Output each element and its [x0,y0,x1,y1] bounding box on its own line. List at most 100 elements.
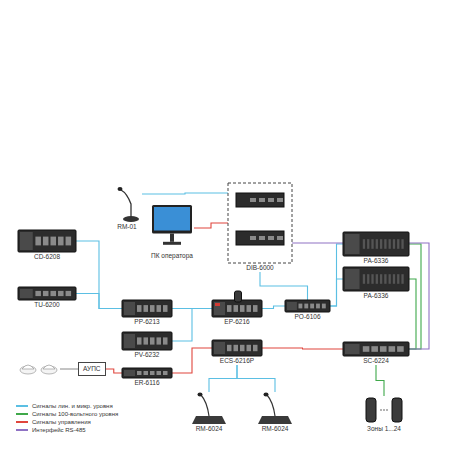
device-node: ER-6116 [122,368,172,387]
dib-detail [268,236,274,240]
legend-swatch [16,429,28,431]
signal-wire [262,306,285,309]
device-node: PA-6336 [343,267,409,300]
device-detail [397,274,399,284]
mic-neck [121,190,131,218]
device-detail [157,337,162,344]
device-detail [234,345,239,351]
device-art [228,183,292,263]
device-graphic [150,205,194,251]
signal-wire [409,279,416,349]
device-art [343,267,409,291]
device-label: RM-01 [116,223,138,231]
device-detail [371,346,378,352]
device-label: ECS-6216P [219,357,255,365]
device-graphic [343,267,409,291]
device-node: CD-6208 [18,230,76,261]
device-label: EP-6216 [223,318,250,326]
legend-text: Сигналы лин. и микр. уровня [32,402,113,410]
device-panel [20,232,33,250]
device-detail [227,345,232,351]
legend-swatch [16,413,28,415]
device-detail [389,346,396,352]
device-detail [35,291,41,296]
ellipsis-dot [383,409,385,411]
device-art [18,230,76,252]
screen [154,207,190,231]
dib-detail [250,198,256,202]
device-graphic [228,183,292,263]
legend-swatch [16,405,28,407]
device-detail [50,291,56,296]
device-detail [43,237,49,246]
device-panel [20,289,33,298]
device-label: SC-6224 [362,357,390,365]
device-detail [371,274,373,284]
device-body [212,300,262,317]
device-detail [157,371,162,375]
device-detail [150,337,155,344]
device-body [343,267,409,291]
device-detail [363,346,370,352]
handheld-mic [235,291,242,302]
device-body [343,342,409,356]
device-label: Зоны 1...24 [366,425,402,433]
device-graphic [122,332,172,350]
device-detail [397,239,399,249]
detector-wire [60,369,78,370]
device-body [285,300,330,312]
device-detail [389,274,391,284]
device-detail [157,305,162,312]
device-graphic [18,230,76,252]
device-detail [393,274,395,284]
device-art [252,392,298,424]
device-detail [137,371,142,375]
device-detail [144,337,149,344]
device-graphic [212,340,262,356]
dib-detail [268,198,274,202]
device-detail [363,274,365,284]
device-label: PP-6213 [133,318,160,326]
device-panel [214,342,225,354]
device-label: TU-6200 [33,301,60,309]
ellipsis-dot [380,409,382,411]
device-detail [380,239,382,249]
device-detail [384,274,386,284]
device-graphic [212,300,262,317]
device-detail [397,346,404,352]
legend-text: Сигналы управления [32,418,91,426]
stand [170,234,174,242]
device-graphic [362,396,406,424]
signal-wire [106,369,122,373]
device-node: EP-6216 [212,300,262,326]
device-art [18,287,76,300]
signal-wire [330,244,343,306]
signal-wire [376,365,384,396]
device-graphic [252,392,298,424]
mic-head [198,393,203,397]
device-detail [363,239,365,249]
device-detail [380,274,382,284]
legend-swatch [16,421,28,423]
dib-detail [250,236,256,240]
signal-wire [209,365,237,392]
device-art [212,300,262,317]
smoke-detector [20,365,36,374]
device-node: PV-6232 [122,332,172,359]
device-panel [345,344,360,354]
signal-wire [172,309,212,342]
device-graphic [186,392,232,424]
signal-wire [142,193,228,194]
signal-wire [330,279,343,306]
device-detail [401,274,403,284]
device-graphic [285,300,330,312]
device-art [122,368,172,378]
mic-neck [267,395,275,416]
signal-wire [260,272,308,300]
device-detail [376,239,378,249]
device-detail [367,239,369,249]
device-node: RM-6024 [252,392,298,433]
device-detail [401,239,403,249]
